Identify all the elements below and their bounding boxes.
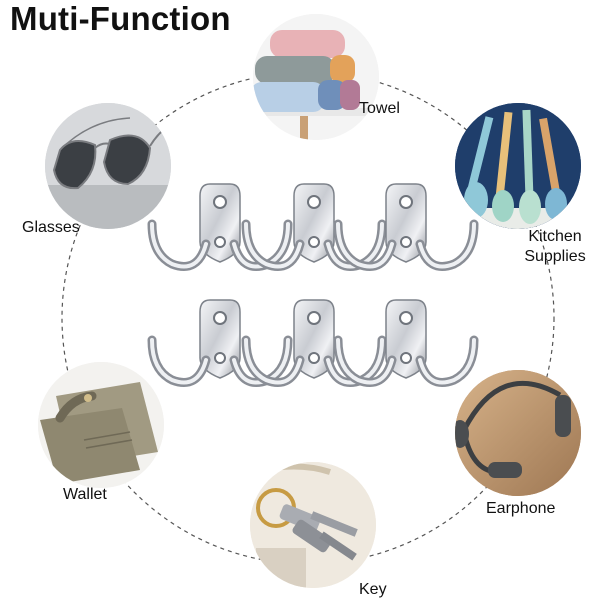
label-wallet: Wallet [63,486,107,503]
hook-6 [338,300,474,383]
towel-photo [253,14,379,140]
kitchen-photo [455,103,581,229]
label-key: Key [359,581,387,598]
label-glasses: Glasses [22,219,80,236]
hook-product-group [152,184,474,383]
label-kitchen-line1: Kitchen [528,228,582,245]
label-earphone: Earphone [486,500,556,517]
hook-1 [152,184,288,267]
wallet-photo [38,362,164,488]
glasses-photo [45,103,171,229]
page-title: Muti-Function [10,0,231,37]
hook-4 [152,300,288,383]
hook-2 [246,184,382,267]
label-kitchen-line2: Supplies [524,248,586,265]
label-kitchen-supplies: Kitchen Supplies [515,227,595,267]
key-photo [250,462,376,588]
hook-3 [338,184,474,267]
hook-5 [246,300,382,383]
label-towel: Towel [359,100,400,117]
earphone-photo [455,370,581,496]
